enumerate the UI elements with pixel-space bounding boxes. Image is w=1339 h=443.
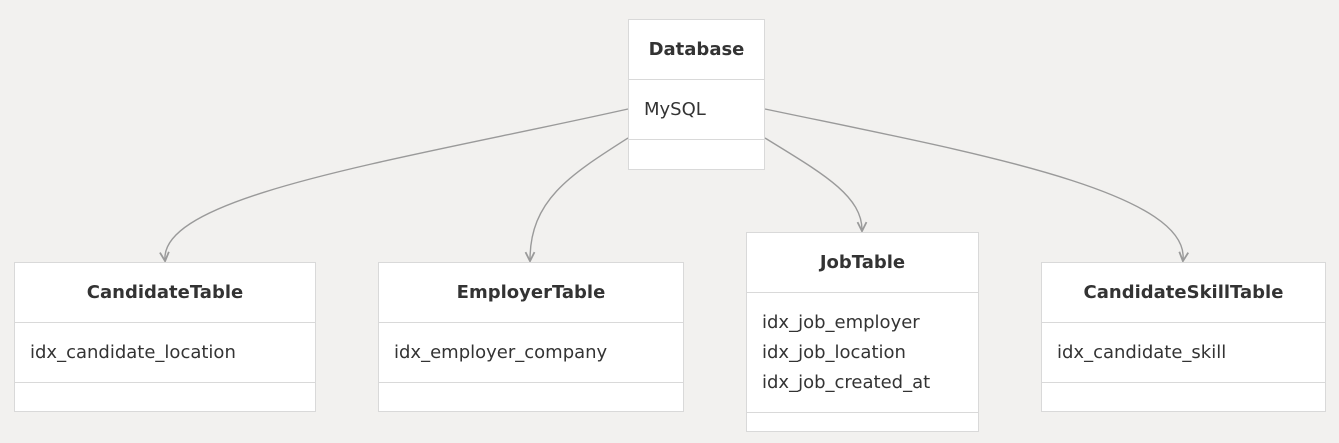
node-methods [1042, 383, 1325, 413]
attribute: MySQL [644, 99, 706, 120]
node-attributes: idx_employer_company [379, 323, 683, 383]
node-attributes: idx_candidate_location [15, 323, 315, 383]
attribute: idx_job_employer [762, 312, 920, 333]
edge-layer [0, 108, 1339, 424]
node-methods [15, 383, 315, 413]
node-title: JobTable [747, 233, 978, 293]
node-title: EmployerTable [379, 263, 683, 323]
attribute: idx_employer_company [394, 342, 608, 363]
edge-database-employer [530, 137, 629, 260]
node-methods [747, 413, 978, 443]
edge-database-job [764, 137, 862, 230]
node-attributes: idx_candidate_skill [1042, 323, 1325, 383]
attribute: idx_job_location [762, 342, 906, 363]
node-title: CandidateTable [15, 263, 315, 323]
node-attributes: idx_job_employer idx_job_location idx_jo… [747, 293, 978, 413]
job-table-node: JobTable idx_job_employer idx_job_locati… [746, 232, 979, 432]
employer-table-node: EmployerTable idx_employer_company [378, 262, 684, 412]
node-title: CandidateSkillTable [1042, 263, 1325, 323]
node-methods [379, 383, 683, 413]
node-attributes: MySQL [629, 80, 764, 140]
node-methods [629, 140, 764, 170]
attribute: idx_candidate_location [30, 342, 236, 363]
edge-database-skill [764, 108, 1183, 260]
candidate-table-node: CandidateTable idx_candidate_location [14, 262, 316, 412]
database-node: Database MySQL [628, 19, 765, 170]
attribute: idx_candidate_skill [1057, 342, 1227, 363]
attribute: idx_job_created_at [762, 372, 931, 393]
candidate-skill-table-node: CandidateSkillTable idx_candidate_skill [1041, 262, 1326, 412]
edge-database-candidate [165, 108, 629, 260]
node-title: Database [629, 20, 764, 80]
